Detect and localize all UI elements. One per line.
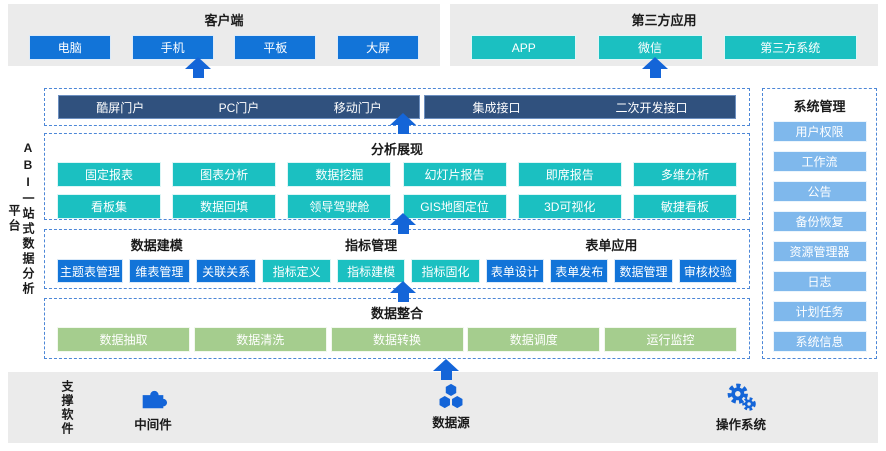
client-item-mobile: 手机 bbox=[131, 35, 214, 60]
system-management-section: 系统管理 用户权限 工作流 公告 备份恢复 资源管理器 日志 计划任务 系统信息 bbox=[762, 88, 877, 359]
integration-section: 数据整合 数据抽取 数据清洗 数据转换 数据调度 运行监控 bbox=[44, 298, 750, 359]
data-nodes-icon bbox=[439, 383, 463, 409]
system-logs: 日志 bbox=[772, 271, 867, 292]
analysis-3d-visual: 3D可视化 bbox=[517, 194, 622, 219]
puzzle-icon bbox=[142, 390, 168, 409]
portal-mobile: 移动门户 bbox=[333, 100, 382, 115]
portal-pc: PC门户 bbox=[218, 100, 260, 115]
forms-data-mgmt: 数据管理 bbox=[614, 259, 673, 283]
forms-group: 表单应用 表单设计 表单发布 数据管理 审核校验 bbox=[485, 230, 737, 283]
arrow-up-to-thirdparty-icon bbox=[642, 57, 668, 78]
system-management-title: 系统管理 bbox=[793, 99, 846, 114]
support-os: 操作系统 bbox=[686, 382, 796, 433]
client-title: 客户端 bbox=[204, 13, 244, 28]
client-item-bigscreen: 大屏 bbox=[337, 35, 420, 60]
analysis-row1: 固定报表 图表分析 数据挖掘 幻灯片报告 即席报告 多维分析 bbox=[45, 162, 749, 187]
third-party-item-app: APP bbox=[471, 35, 577, 60]
third-party-item-external: 第三方系统 bbox=[723, 35, 857, 60]
integration-title: 数据整合 bbox=[370, 306, 423, 321]
analysis-dashboard-set: 看板集 bbox=[57, 194, 161, 219]
analysis-multidim: 多维分析 bbox=[632, 162, 737, 187]
data-modeling-group: 数据建模 主题表管理 维表管理 关联关系 bbox=[57, 230, 257, 283]
portal-bar-right: 集成接口 二次开发接口 bbox=[424, 95, 736, 119]
analysis-title: 分析展现 bbox=[370, 142, 423, 157]
analysis-section: 分析展现 固定报表 图表分析 数据挖掘 幻灯片报告 即席报告 多维分析 看板集 … bbox=[44, 133, 750, 220]
metrics-model: 指标建模 bbox=[336, 259, 406, 283]
system-info: 系统信息 bbox=[772, 331, 867, 352]
modeling-section: 数据建模 主题表管理 维表管理 关联关系 指标管理 指标定义 指标建模 指标固化… bbox=[44, 229, 750, 289]
support-datasource: 数据源 bbox=[396, 382, 506, 431]
portal-integration-api: 集成接口 bbox=[472, 100, 521, 115]
system-backup-restore: 备份恢复 bbox=[772, 211, 867, 232]
integration-items: 数据抽取 数据清洗 数据转换 数据调度 运行监控 bbox=[45, 327, 749, 352]
third-party-item-wechat: 微信 bbox=[597, 35, 703, 60]
analysis-chart-analysis: 图表分析 bbox=[172, 162, 277, 187]
client-items: 电脑 手机 平板 大屏 bbox=[8, 35, 440, 60]
client-item-tablet: 平板 bbox=[234, 35, 317, 60]
arrow-modeling-to-analysis-icon bbox=[390, 213, 416, 234]
analysis-slide-report: 幻灯片报告 bbox=[402, 162, 507, 187]
analysis-data-backfill: 数据回填 bbox=[172, 194, 277, 219]
analysis-adhoc-report: 即席报告 bbox=[517, 162, 622, 187]
support-middleware: 中间件 bbox=[98, 382, 208, 433]
forms-design: 表单设计 bbox=[485, 259, 545, 283]
forms-audit: 审核校验 bbox=[678, 259, 737, 283]
system-scheduled-tasks: 计划任务 bbox=[772, 301, 867, 322]
analysis-agile-board: 敏捷看板 bbox=[632, 194, 737, 219]
modeling-subject-table: 主题表管理 bbox=[57, 259, 124, 283]
modeling-dim-table: 维表管理 bbox=[129, 259, 190, 283]
support-datasource-label: 数据源 bbox=[432, 416, 470, 430]
support-os-label: 操作系统 bbox=[715, 418, 766, 432]
integration-clean: 数据清洗 bbox=[193, 327, 327, 352]
third-party-items: APP 微信 第三方系统 bbox=[450, 35, 878, 60]
metrics-solidify: 指标固化 bbox=[411, 259, 480, 283]
metrics-define: 指标定义 bbox=[262, 259, 331, 283]
support-middleware-label: 中间件 bbox=[134, 418, 172, 432]
third-party-title: 第三方应用 bbox=[631, 13, 697, 28]
portal-coolscreen: 酷屏门户 bbox=[96, 100, 145, 115]
forms-title: 表单应用 bbox=[585, 238, 638, 253]
system-user-permissions: 用户权限 bbox=[772, 121, 867, 142]
system-management-items: 用户权限 工作流 公告 备份恢复 资源管理器 日志 计划任务 系统信息 bbox=[763, 121, 876, 352]
analysis-data-mining: 数据挖掘 bbox=[287, 162, 392, 187]
integration-transform: 数据转换 bbox=[330, 327, 464, 352]
platform-label-main: ABI一站式数据分析 bbox=[21, 141, 35, 297]
analysis-fixed-report: 固定报表 bbox=[57, 162, 161, 187]
analysis-row2: 看板集 数据回填 领导驾驶舱 GIS地图定位 3D可视化 敏捷看板 bbox=[45, 194, 749, 219]
support-label: 支撑软件 bbox=[60, 380, 74, 436]
forms-publish: 表单发布 bbox=[550, 259, 609, 283]
integration-extract: 数据抽取 bbox=[57, 327, 190, 352]
platform-label-suffix: 平台 bbox=[7, 204, 21, 234]
client-item-pc: 电脑 bbox=[28, 35, 111, 60]
arrow-integration-to-modeling-icon bbox=[390, 281, 416, 302]
third-party-section: 第三方应用 APP 微信 第三方系统 bbox=[450, 4, 878, 66]
integration-monitor: 运行监控 bbox=[604, 327, 737, 352]
system-resource-manager: 资源管理器 bbox=[772, 241, 867, 262]
system-announcement: 公告 bbox=[772, 181, 867, 202]
platform-label: 平台 ABI一站式数据分析 bbox=[0, 70, 42, 368]
metrics-group: 指标管理 指标定义 指标建模 指标固化 bbox=[262, 230, 480, 283]
system-workflow: 工作流 bbox=[772, 151, 867, 172]
arrow-up-to-client-icon bbox=[185, 57, 211, 78]
modeling-relations: 关联关系 bbox=[195, 259, 257, 283]
gears-icon bbox=[727, 383, 756, 411]
portal-dev-api: 二次开发接口 bbox=[615, 100, 688, 115]
support-section: 支撑软件 中间件 数据源 操作系统 bbox=[8, 372, 878, 443]
arrow-support-to-integration-icon bbox=[433, 359, 459, 380]
arrow-analysis-to-portal-icon bbox=[390, 113, 416, 134]
portal-bar-left: 酷屏门户 PC门户 移动门户 bbox=[58, 95, 420, 119]
integration-schedule: 数据调度 bbox=[467, 327, 601, 352]
client-section: 客户端 电脑 手机 平板 大屏 bbox=[8, 4, 440, 66]
metrics-title: 指标管理 bbox=[345, 238, 398, 253]
analysis-cockpit: 领导驾驶舱 bbox=[287, 194, 392, 219]
analysis-gis-map: GIS地图定位 bbox=[402, 194, 507, 219]
data-modeling-title: 数据建模 bbox=[130, 238, 183, 253]
